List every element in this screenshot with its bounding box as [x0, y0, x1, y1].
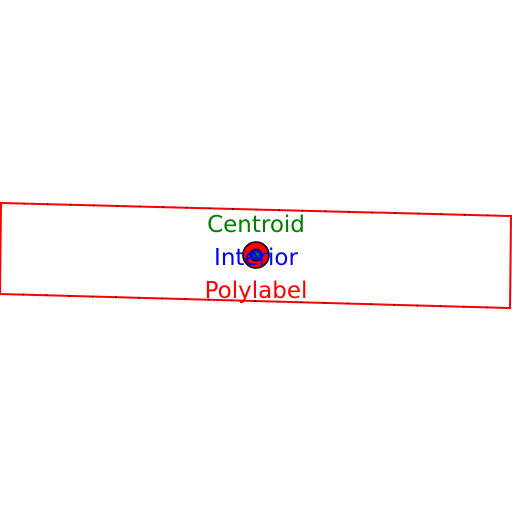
- vertex-dot: [417, 212, 420, 215]
- vertex-dot: [22, 293, 25, 296]
- vertex-dot: [300, 301, 303, 304]
- vertex-dots: [22, 202, 489, 309]
- vertex-dot: [115, 296, 117, 299]
- vertex-dot: [324, 210, 327, 213]
- vertex-dot: [92, 204, 95, 207]
- polylabel-label: Polylabel: [205, 278, 308, 304]
- vertex-dot: [23, 202, 26, 205]
- vertex-dot: [255, 208, 257, 211]
- vertex-dot: [440, 213, 443, 216]
- vertex-dot: [463, 213, 466, 216]
- vertex-dot: [138, 296, 141, 299]
- vertex-dot: [184, 298, 187, 300]
- vertex-dot: [301, 209, 304, 212]
- vertex-dot: [393, 303, 395, 306]
- vertex-dot: [185, 206, 188, 209]
- vertex-dot: [231, 208, 234, 210]
- vertex-dot: [394, 212, 396, 214]
- vertex-dot: [254, 300, 256, 302]
- vertex-dot: [277, 300, 280, 303]
- vertex-dot: [485, 306, 488, 309]
- vertex-dot: [69, 203, 72, 206]
- vertex-dot: [370, 303, 372, 306]
- vertex-dot: [116, 205, 118, 207]
- centroid-label: Centroid: [207, 212, 305, 238]
- polygon-outline: [0, 201, 512, 310]
- vertex-dot: [371, 211, 373, 214]
- vertex-dot: [230, 299, 233, 302]
- label-markers: [242, 241, 270, 269]
- vertex-dot: [161, 297, 164, 300]
- centroid-marker: [253, 252, 259, 258]
- vertex-dot: [323, 302, 326, 304]
- vertex-dot: [68, 295, 71, 297]
- vertex-dot: [46, 203, 49, 206]
- vertex-dot: [486, 214, 489, 217]
- vertex-dot: [416, 304, 419, 307]
- vertex-dot: [207, 298, 210, 301]
- interior-label: Interior: [214, 245, 298, 271]
- vertex-dot: [346, 302, 349, 305]
- vertex-dot: [139, 205, 142, 208]
- vertex-dot: [462, 305, 465, 308]
- vertex-dot: [45, 294, 48, 297]
- vertex-dot: [278, 209, 281, 212]
- vertex-dot: [347, 211, 350, 213]
- vertex-dot: [208, 207, 211, 210]
- vertex-dot: [162, 206, 165, 209]
- vertex-dot: [91, 295, 94, 298]
- vertex-dot: [439, 305, 442, 307]
